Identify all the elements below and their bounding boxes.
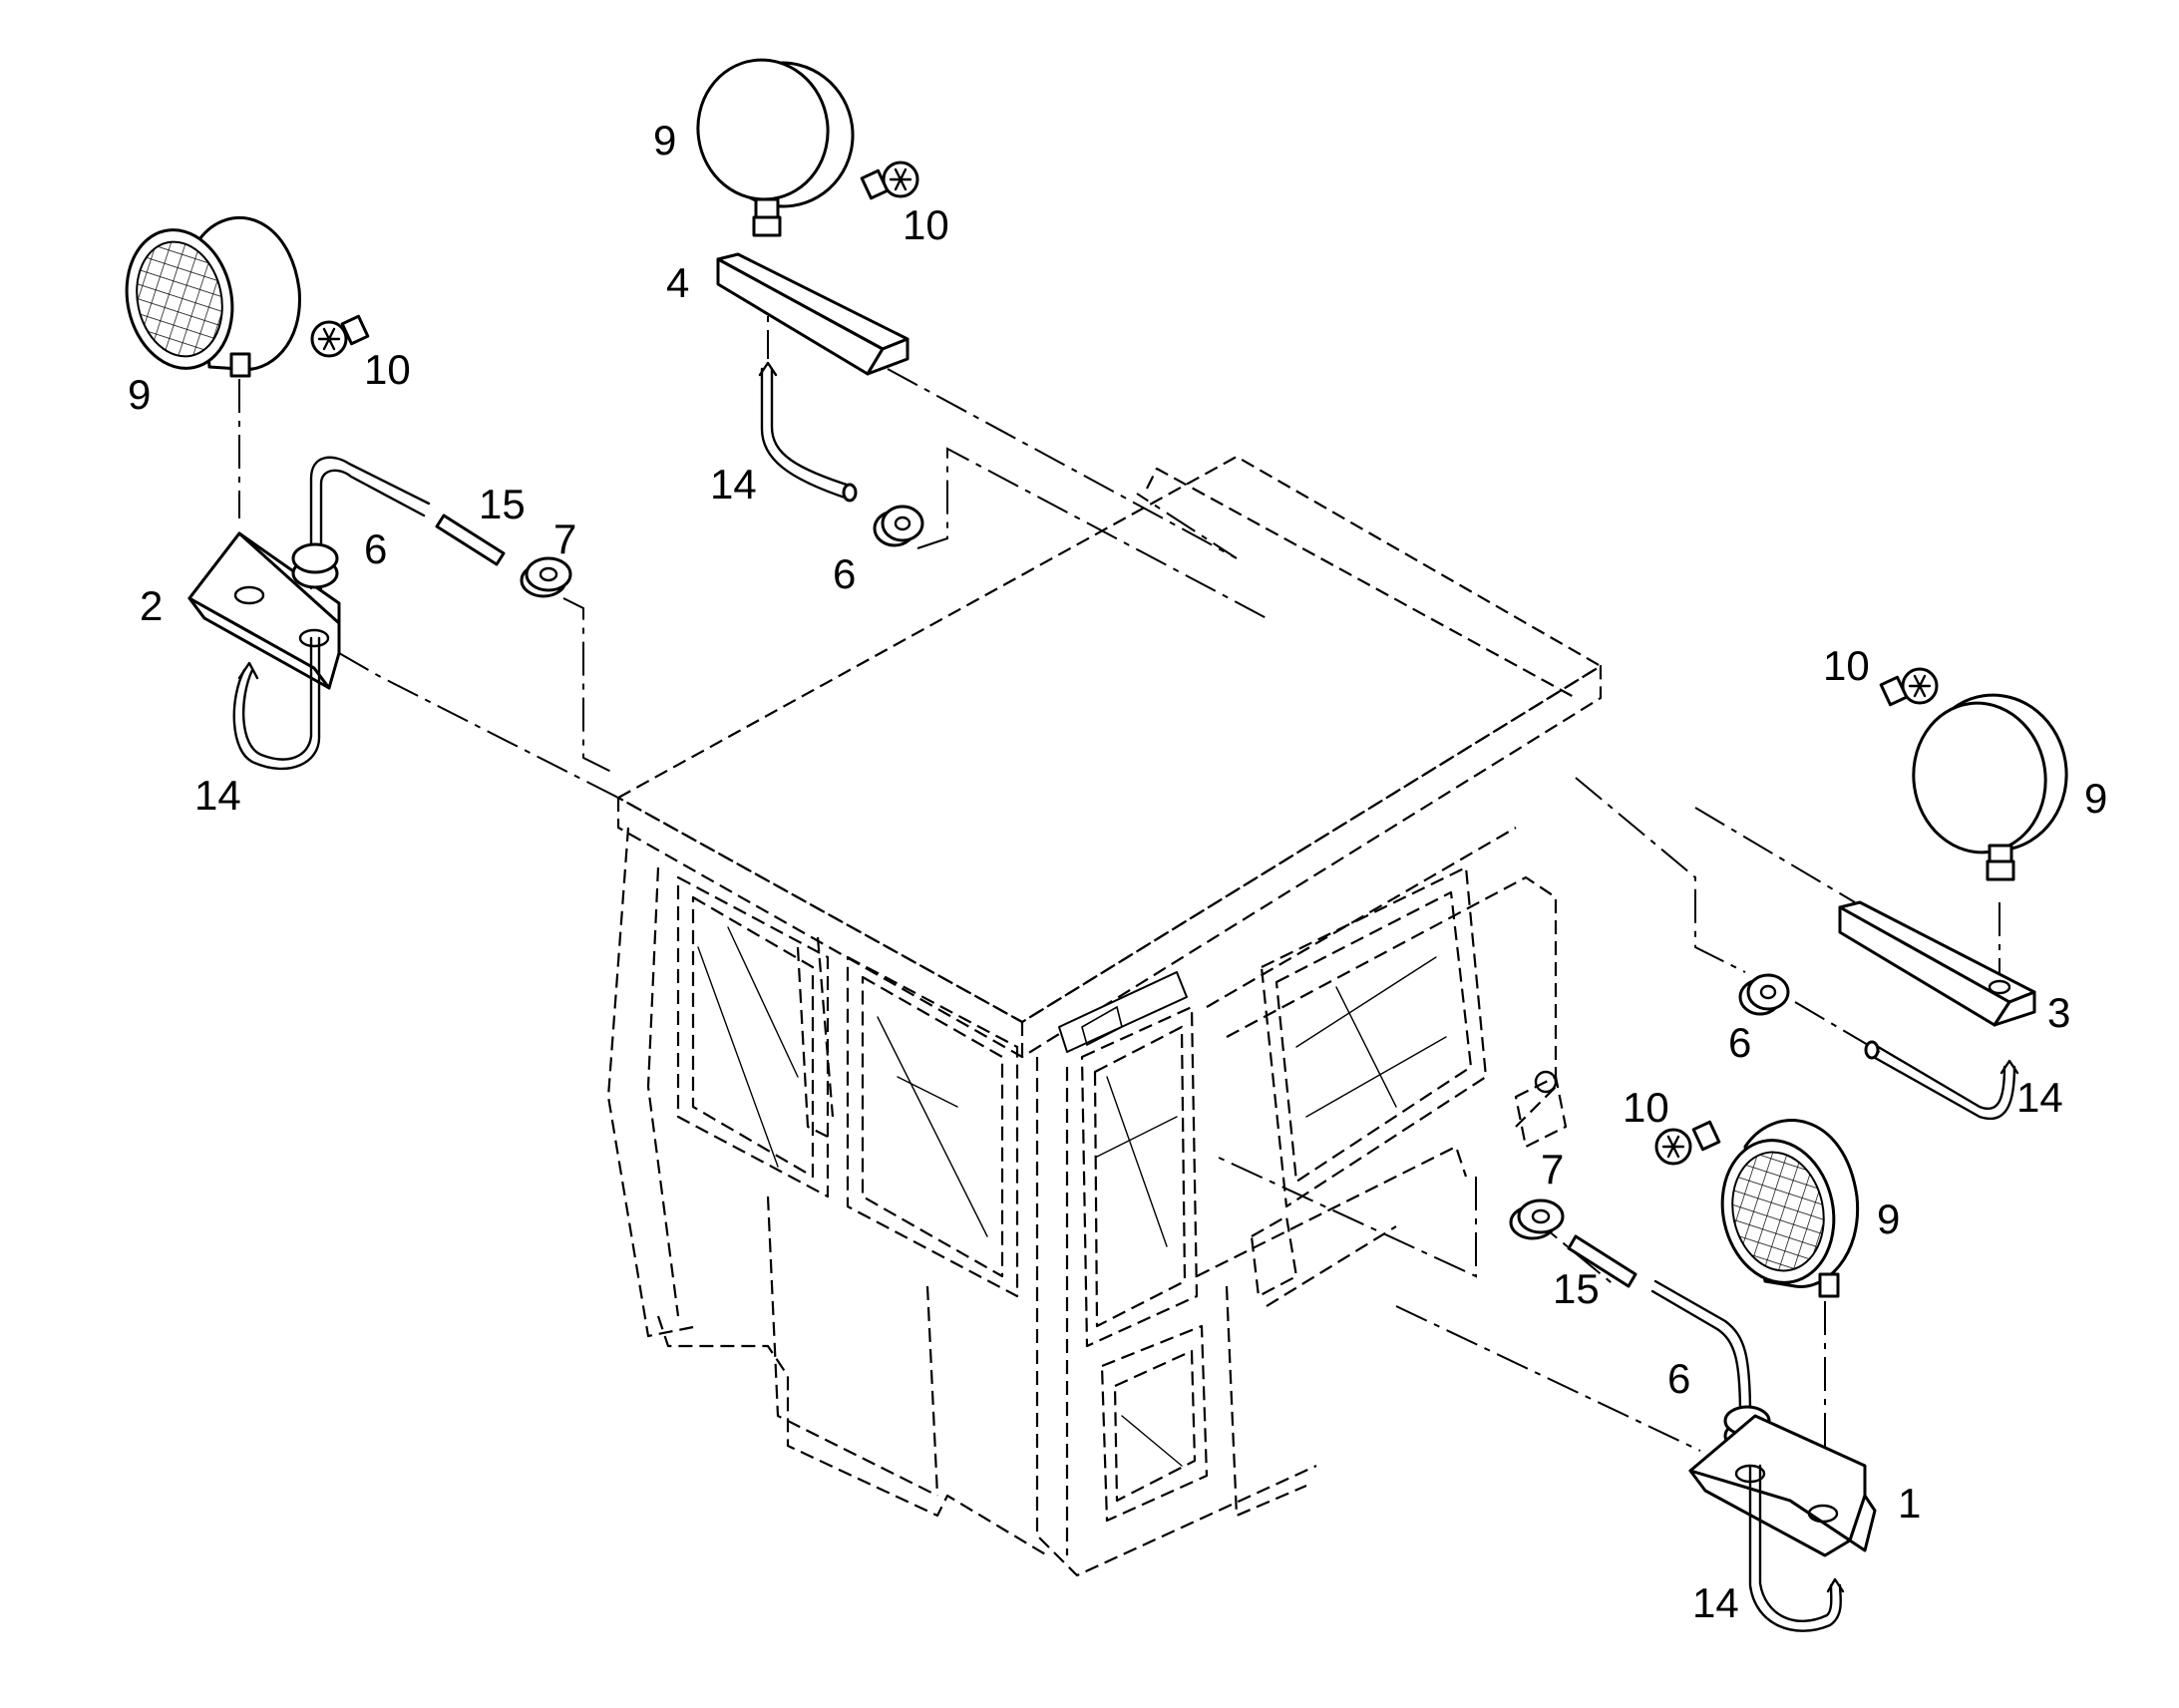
cable-14-right: [1864, 1040, 2019, 1121]
cable-15-top-left: [309, 456, 506, 590]
cable-15-bottom-right: [1567, 1234, 1752, 1418]
cab-body: [606, 455, 1604, 1577]
label-lamp-tl: 9: [128, 371, 151, 418]
bracket-4: [716, 252, 909, 376]
grommet-top-left: [291, 542, 339, 589]
work-lamp-bottom-right: [1720, 1119, 1860, 1298]
label-cable-r: 14: [2016, 1074, 2063, 1121]
label-bracket-4: 4: [666, 259, 689, 306]
label-bracket-3: 3: [2047, 989, 2070, 1036]
label-bulb-br: 10: [1623, 1084, 1669, 1131]
cable-14-top-left: [232, 636, 321, 771]
bulb-top-left: [310, 314, 370, 358]
label-lamp-br: 9: [1877, 1196, 1900, 1242]
bracket-2: [187, 531, 341, 690]
work-lamp-top-left: [125, 215, 301, 378]
label-grommet-tl: 6: [364, 525, 387, 572]
label-plug-tl: 7: [553, 515, 576, 562]
label-bracket-2: 2: [140, 582, 163, 629]
label-bulb-r: 10: [1823, 642, 1870, 689]
cable-14-top-center: [758, 361, 858, 503]
cable-14-bottom-right: [1748, 1464, 1845, 1632]
label-bulb-tl: 10: [364, 346, 411, 393]
grommet-top-center: [873, 505, 924, 547]
label-lamp-tc: 9: [653, 117, 676, 164]
plug-7-bottom-right: [1509, 1198, 1565, 1240]
bulb-top-center: [860, 161, 919, 200]
label-grommet-tc: 6: [833, 550, 856, 597]
label-cable-tc: 14: [710, 461, 757, 508]
label-bracket-1: 1: [1898, 1480, 1921, 1527]
grommet-right: [1738, 973, 1790, 1016]
work-lamp-top-center: [696, 58, 855, 237]
label-bulb-tc: 10: [903, 201, 949, 248]
label-plug-br: 7: [1541, 1146, 1564, 1193]
bracket-1: [1688, 1414, 1877, 1557]
label-cable-br-14: 14: [1692, 1579, 1739, 1626]
label-cable-br-15: 15: [1553, 1265, 1600, 1312]
plug-7-top-left: [520, 556, 572, 598]
bulb-right: [1879, 667, 1939, 707]
work-lamp-right: [1912, 693, 2068, 881]
bulb-bottom-right: [1654, 1120, 1721, 1166]
label-lamp-r: 9: [2084, 775, 2107, 822]
label-cable-tl-14: 14: [194, 772, 241, 819]
bracket-3: [1838, 900, 2036, 1027]
callout-labels: 9 10 9 10 4 14 6 15 7 6 2 14 10 9 3 6 14…: [128, 117, 2107, 1626]
label-cable-tl-15: 15: [479, 481, 526, 527]
label-grommet-br: 6: [1667, 1355, 1690, 1402]
label-grommet-r: 6: [1728, 1019, 1751, 1066]
